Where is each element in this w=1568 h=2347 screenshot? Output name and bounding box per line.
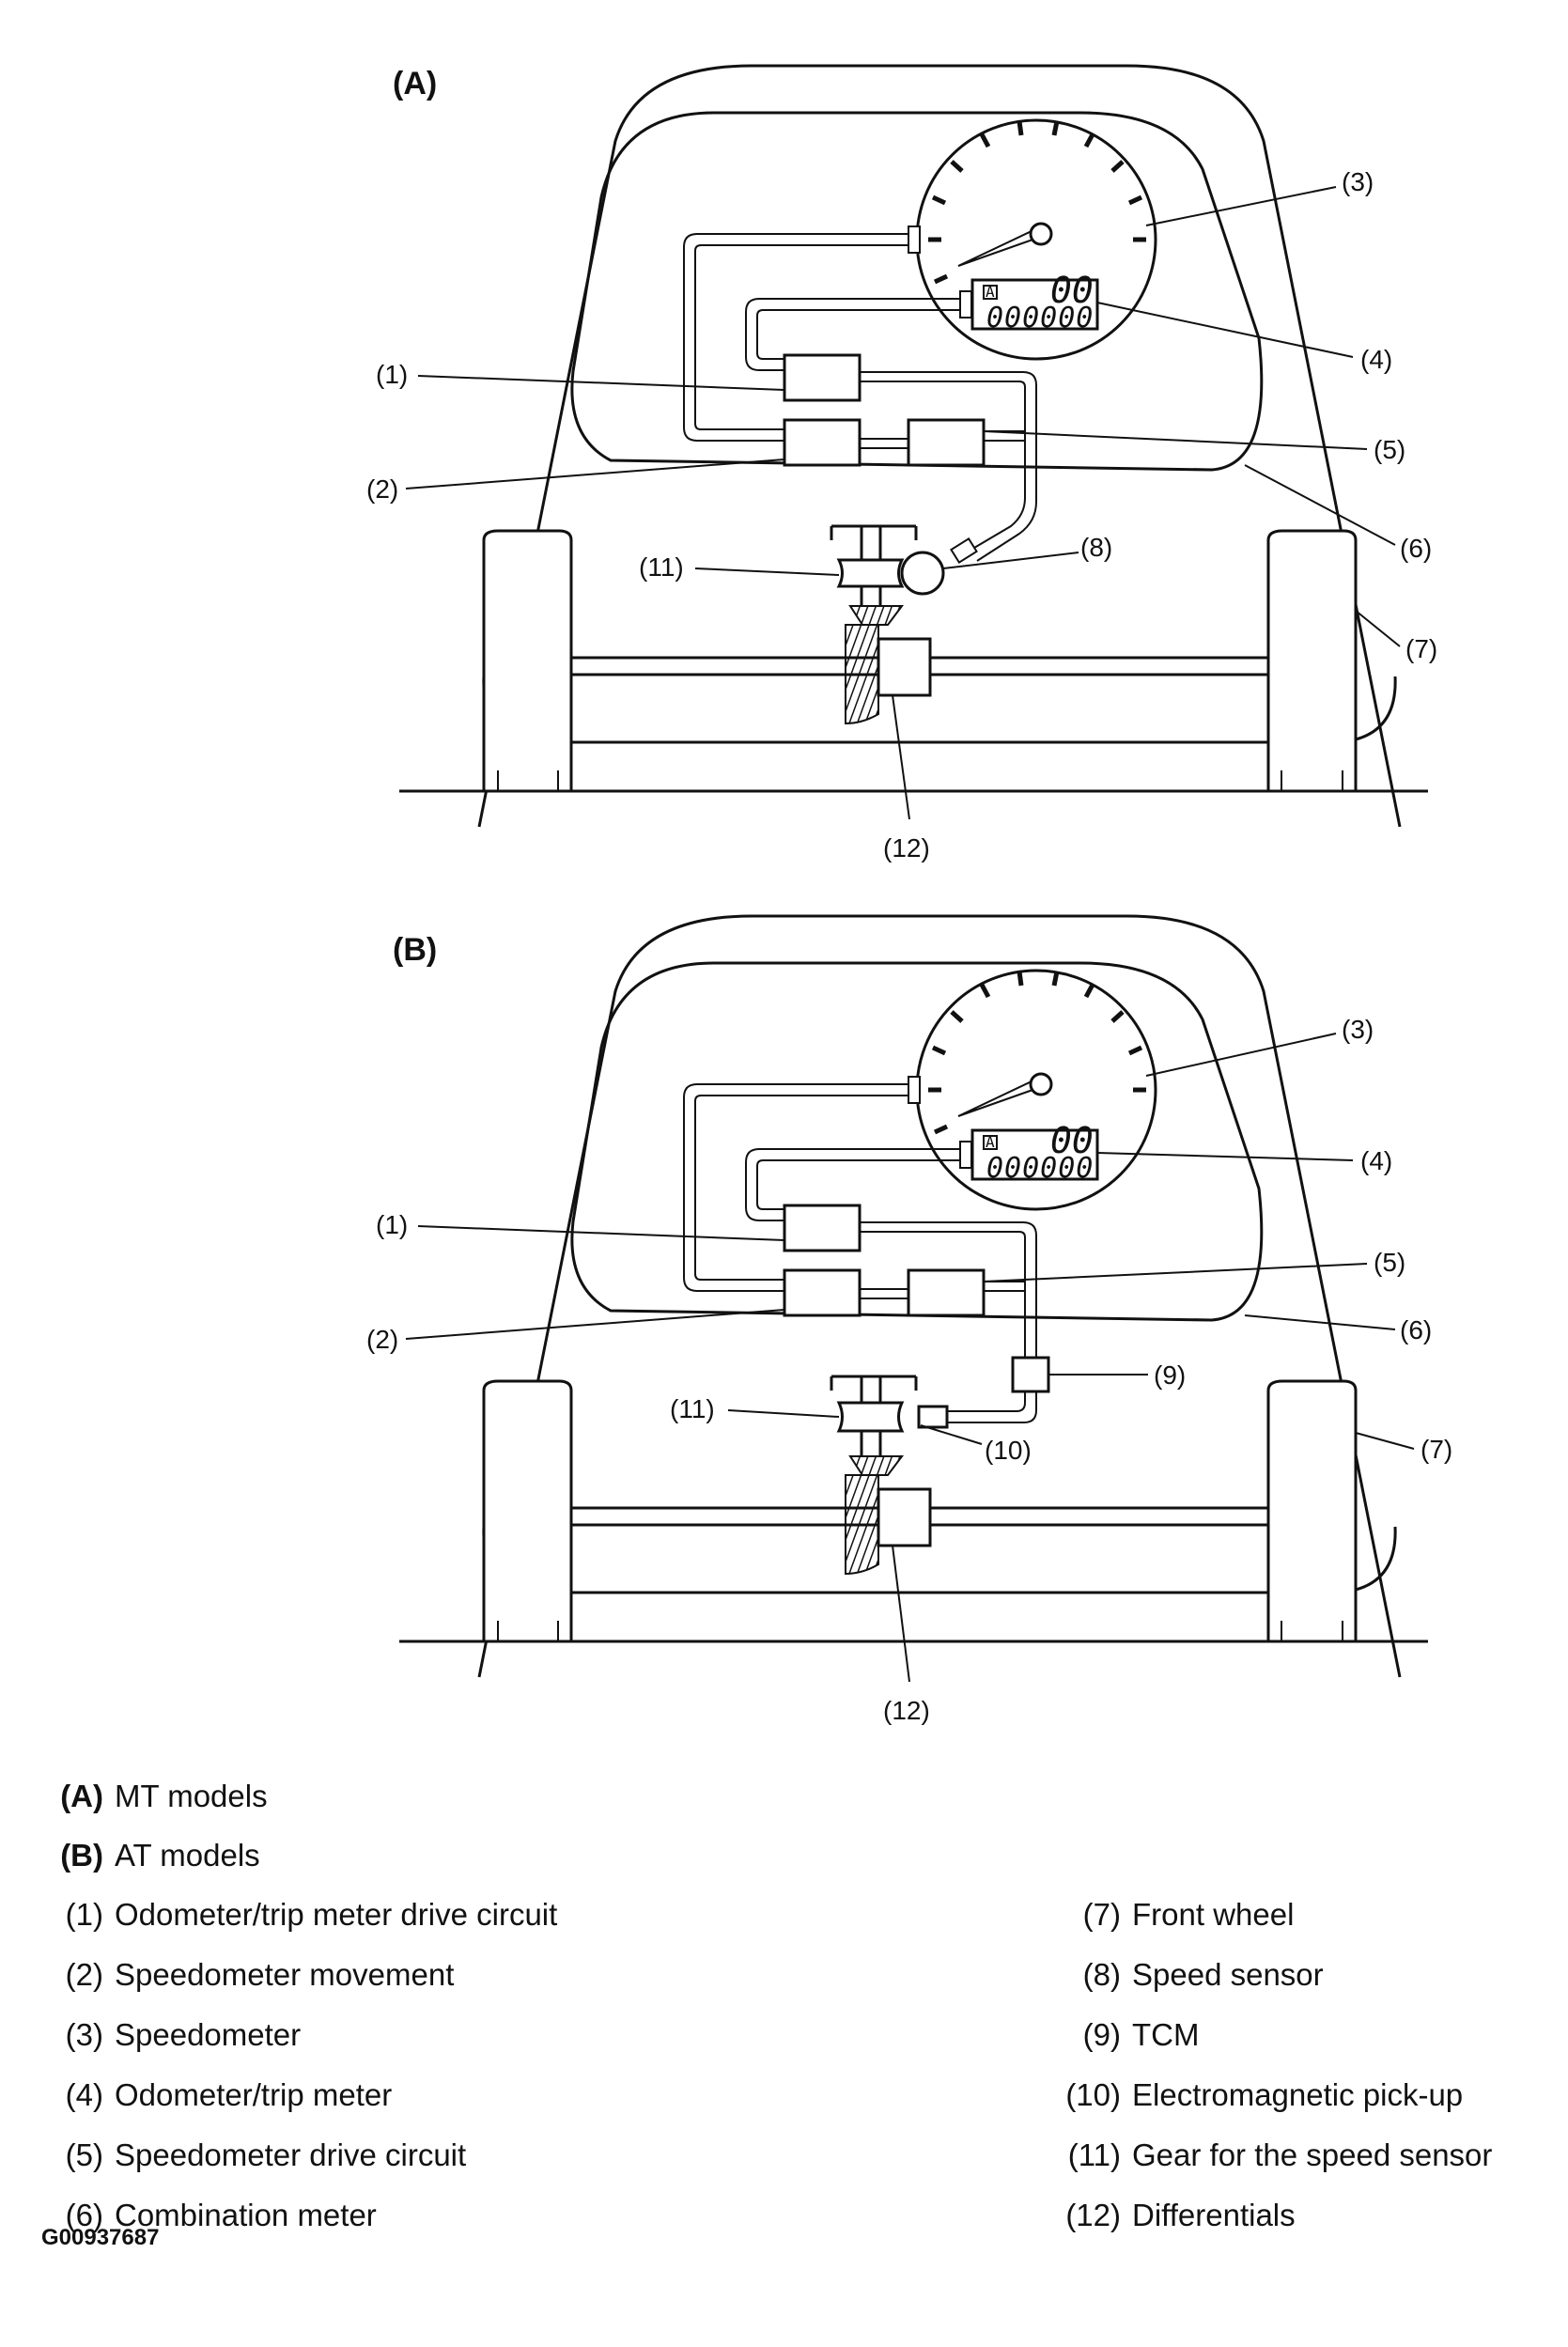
legend-key: (A) [60,1779,103,1813]
lcd-trip-value: 00 [1050,1120,1094,1161]
panel-b-tag: (B) [393,932,437,968]
sensor-gear-icon [836,558,905,588]
callout-12: (12) [883,833,930,863]
legend-key: (12) [1065,2198,1121,2232]
lcd-trip-value: 00 [1050,270,1094,311]
legend-label: Speed sensor [1132,1957,1324,1992]
callout-6: (6) [1400,534,1432,563]
legend-key: (B) [60,1838,103,1873]
callout-11: (11) [639,552,684,582]
callout-8: (8) [1080,533,1112,562]
legend-key: (2) [65,1957,103,1992]
legend-key: (6) [65,2198,103,2232]
tcm-icon [1011,1356,1050,1393]
legend-label: Electromagnetic pick-up [1132,2077,1464,2112]
legend-label: Combination meter [115,2198,377,2232]
legend-key: (8) [1082,1957,1121,1992]
legend-label: TCM [1132,2017,1200,2052]
callout-7: (7) [1405,634,1437,663]
callout-2: (2) [366,1325,398,1354]
legend-key: (5) [65,2137,103,2172]
callout-12: (12) [883,1696,930,1725]
callout-5: (5) [1374,1248,1405,1277]
lcd-mode-indicator: A [986,1133,995,1151]
legend-label: Odometer/trip meter drive circuit [115,1897,558,1932]
lcd-odometer-value: 000000 [986,302,1094,334]
sensor-gear-icon [836,1401,905,1433]
legend-key: (10) [1065,2077,1121,2112]
figure-id: G00937687 [41,2225,160,2250]
legend-label: Speedometer movement [115,1957,455,1992]
callout-6: (6) [1400,1315,1432,1344]
callout-2: (2) [366,474,398,504]
legend-key: (7) [1082,1897,1121,1932]
legend-key: (4) [65,2077,103,2112]
pickup-icon [917,1405,949,1429]
panel-a-tag: (A) [393,66,437,101]
lcd-odometer-value: 000000 [986,1152,1094,1185]
legend-label: Speedometer drive circuit [115,2137,467,2172]
panel-b-at-models: (B) A 00 00 [366,916,1452,1725]
legend-label: AT models [115,1838,260,1873]
callout-3: (3) [1342,1015,1374,1044]
callout-4: (4) [1360,345,1392,374]
speed-sensor-icon [900,551,945,596]
legend-key: (11) [1067,2137,1121,2172]
panel-a-mt-models: (A) A 00 000000 (1) (2) [366,66,1437,863]
callout-7: (7) [1421,1435,1452,1464]
callout-3: (3) [1342,167,1374,196]
legend-key: (3) [65,2017,103,2052]
callout-1: (1) [376,1210,408,1239]
callout-4: (4) [1360,1146,1392,1175]
callout-10: (10) [985,1436,1032,1465]
callout-11: (11) [670,1394,715,1423]
callout-5: (5) [1374,435,1405,464]
speedometer-system-diagram: (A) A 00 000000 (1) (2) [366,0,1452,1725]
legend-label: Gear for the speed sensor [1132,2137,1493,2172]
legend-label: MT models [115,1779,268,1813]
legend-label: Front wheel [1132,1897,1295,1932]
lcd-mode-indicator: A [986,283,995,301]
legend-key: (9) [1082,2017,1121,2052]
callout-1: (1) [376,360,408,389]
legend-label: Differentials [1132,2198,1296,2232]
legend-label: Odometer/trip meter [115,2077,393,2112]
callout-9: (9) [1154,1360,1186,1390]
legend: (A) MT models (B) AT models (1) Odometer… [0,1779,1568,2230]
legend-label: Speedometer [115,2017,302,2052]
legend-key: (1) [65,1897,103,1932]
